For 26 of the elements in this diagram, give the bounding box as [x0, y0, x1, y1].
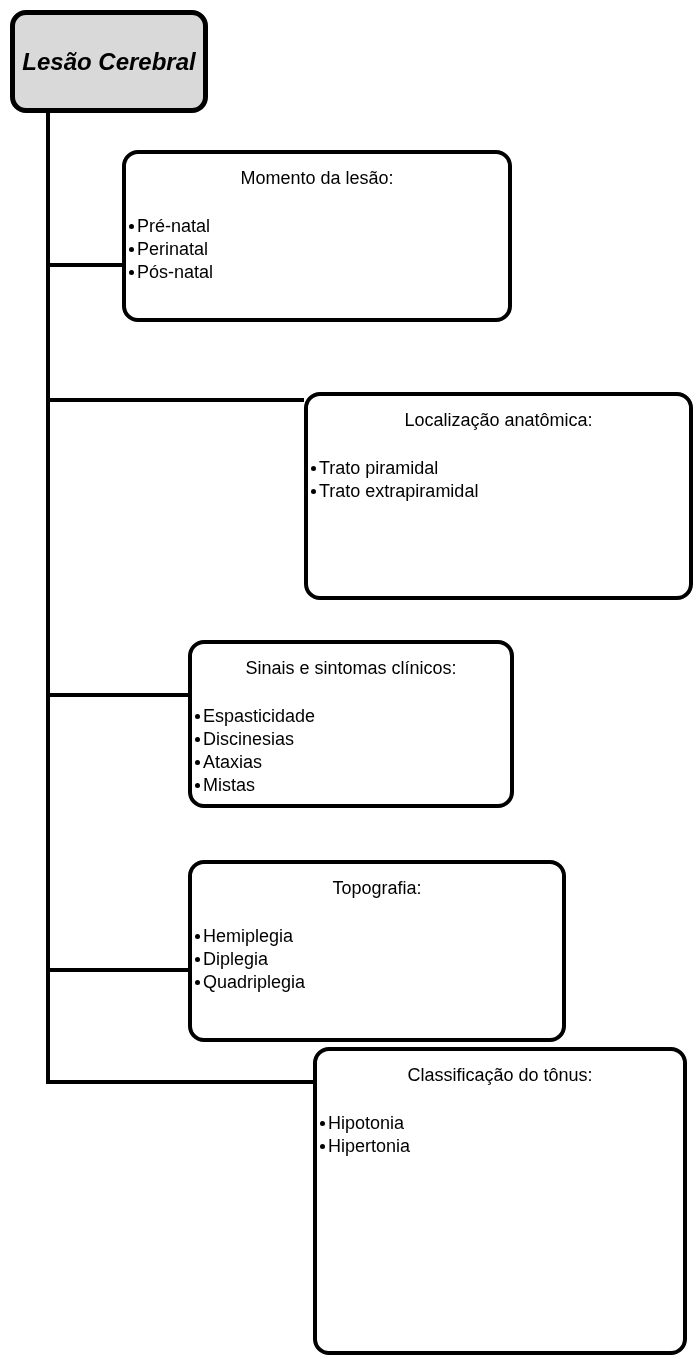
category-box: [188, 640, 514, 808]
list-item: Pré-natal: [137, 215, 211, 238]
list-item: Espasticidade: [203, 705, 316, 728]
category-heading: Sinais e sintomas clínicos:: [244, 658, 458, 679]
list-item: Pós-natal: [137, 261, 214, 284]
list-item: Hemiplegia: [203, 925, 294, 948]
category-heading: Momento da lesão:: [239, 168, 395, 189]
category-box: [313, 1047, 687, 1355]
root-box: [10, 10, 208, 113]
category-box: [122, 150, 512, 322]
list-item: Hipotonia: [328, 1112, 405, 1135]
category-heading: Localização anatômica:: [403, 410, 594, 431]
list-item: Ataxias: [203, 751, 263, 774]
list-item: Trato piramidal: [319, 457, 439, 480]
list-item: Diplegia: [203, 948, 269, 971]
list-item: Discinesias: [203, 728, 295, 751]
list-item: Perinatal: [137, 238, 209, 261]
category-box: [304, 392, 693, 600]
list-item: Mistas: [203, 774, 255, 797]
list-item: Hipertonia: [328, 1135, 411, 1158]
category-heading: Topografia:: [331, 878, 423, 899]
list-item: Quadriplegia: [203, 971, 306, 994]
root-title: Lesão Cerebral: [22, 47, 196, 76]
category-box: [188, 860, 566, 1042]
list-item: Trato extrapiramidal: [319, 480, 479, 503]
category-heading: Classificação do tônus:: [406, 1065, 594, 1086]
